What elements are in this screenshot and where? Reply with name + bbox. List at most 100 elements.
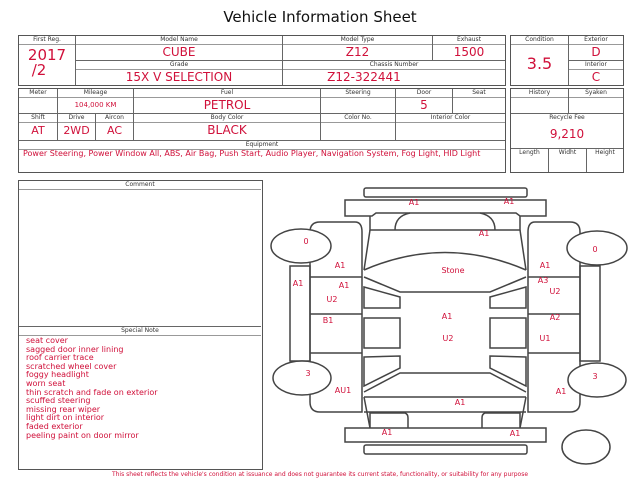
equipment-value: Power Steering, Power Window All, ABS, A… bbox=[23, 149, 481, 158]
damage-mark: A1 bbox=[335, 261, 346, 270]
chassis-label: Chassis Number bbox=[283, 61, 505, 70]
damage-mark: A1 bbox=[382, 428, 393, 437]
door-label: Door bbox=[396, 89, 452, 98]
special-note-item: seat cover bbox=[26, 336, 68, 345]
hood-front bbox=[369, 216, 521, 231]
seat-label: Seat bbox=[453, 89, 505, 98]
front-right-wheel bbox=[566, 230, 628, 266]
special-note-label: Special Note bbox=[19, 326, 261, 336]
exhaust-cell: Exhaust 1500 bbox=[433, 36, 505, 61]
seat-cell: Seat bbox=[453, 89, 505, 114]
height-cell: Height bbox=[587, 149, 623, 172]
damage-mark: A2 bbox=[550, 313, 561, 322]
chassis-value: Z12-322441 bbox=[327, 70, 401, 84]
height-label: Height bbox=[595, 149, 615, 156]
right-sill bbox=[579, 265, 601, 362]
model-type-cell: Model Type Z12 bbox=[283, 36, 433, 61]
tailgate bbox=[363, 396, 527, 429]
meter-cell: Meter bbox=[19, 89, 58, 114]
damage-mark: U2 bbox=[327, 295, 338, 304]
rear-windows bbox=[363, 317, 527, 349]
damage-mark: AU1 bbox=[335, 386, 351, 395]
first-reg-month: /2 bbox=[31, 61, 47, 79]
damage-mark: B1 bbox=[323, 316, 334, 325]
damage-mark: A1 bbox=[510, 429, 521, 438]
shift-label: Shift bbox=[19, 114, 57, 123]
front-bumper bbox=[344, 199, 547, 217]
front-left-wheel bbox=[270, 228, 332, 264]
windshield-top bbox=[363, 251, 527, 271]
mileage-value: 104,000 KM bbox=[74, 101, 117, 109]
damage-mark: A1 bbox=[556, 387, 567, 396]
exterior-label: Exterior bbox=[569, 36, 623, 45]
door-value: 5 bbox=[420, 98, 428, 112]
quarter-windows bbox=[363, 355, 527, 388]
door-lines bbox=[310, 276, 580, 354]
steering-cell: Steering bbox=[321, 89, 396, 114]
special-note-item: roof carrier trace bbox=[26, 353, 94, 363]
interior-color-label: Interior Color bbox=[396, 114, 505, 123]
width-label: Widht bbox=[558, 149, 577, 156]
drive-value: 2WD bbox=[63, 124, 90, 137]
page-title: Vehicle Information Sheet bbox=[223, 8, 417, 26]
shift-value: AT bbox=[31, 124, 45, 137]
recycle-fee-label: Recycle Fee bbox=[549, 114, 585, 121]
damage-mark: U2 bbox=[550, 287, 561, 296]
syaken-label: Syaken bbox=[569, 89, 623, 98]
damage-mark: A1 bbox=[504, 197, 515, 206]
syaken-cell: Syaken bbox=[569, 89, 623, 114]
special-note-item: scratched wheel cover bbox=[26, 361, 117, 371]
first-reg-label: First Reg. bbox=[19, 36, 75, 45]
damage-mark: A1 bbox=[455, 398, 466, 407]
damage-mark: 3 bbox=[305, 369, 310, 378]
special-note-item: thin scratch and fade on exterior bbox=[26, 387, 158, 397]
meter-label: Meter bbox=[19, 89, 57, 98]
color-no-label: Color No. bbox=[321, 114, 395, 123]
rear-left-wheel bbox=[272, 360, 332, 396]
special-note-item: missing rear wiper bbox=[26, 404, 101, 414]
damage-mark: U2 bbox=[443, 334, 454, 343]
special-note-item: foggy headlight bbox=[26, 370, 89, 380]
first-reg-cell: First Reg. 2017 /2 bbox=[19, 36, 76, 85]
front-windows bbox=[363, 286, 527, 309]
exterior-value: D bbox=[591, 45, 601, 59]
special-note-item: worn seat bbox=[26, 378, 66, 388]
rear-right-wheel bbox=[567, 362, 627, 398]
exhaust-label: Exhaust bbox=[433, 36, 505, 45]
grade-label: Grade bbox=[76, 61, 282, 70]
comment-label: Comment bbox=[19, 181, 261, 190]
grade-cell: Grade 15X V SELECTION bbox=[76, 61, 283, 85]
steering-label: Steering bbox=[321, 89, 395, 98]
damage-mark: U1 bbox=[540, 334, 551, 343]
a-pillars bbox=[363, 229, 527, 271]
damage-mark: A3 bbox=[538, 276, 549, 285]
damage-mark: Stone bbox=[441, 266, 464, 275]
special-note-item: light dirt on interior bbox=[26, 413, 105, 423]
color-no-cell: Color No. bbox=[321, 114, 396, 141]
right-side-body bbox=[527, 221, 581, 413]
fuel-value: PETROL bbox=[203, 98, 251, 112]
fuel-label: Fuel bbox=[134, 89, 320, 98]
headlights bbox=[394, 212, 496, 231]
drive-label: Drive bbox=[58, 114, 95, 123]
vehicle-basic-box: First Reg. 2017 /2 Model Name CUBE Model… bbox=[18, 35, 506, 86]
special-note-item: faded exterior bbox=[26, 421, 83, 431]
damage-mark: A1 bbox=[540, 261, 551, 270]
disclaimer-footer: This sheet reflects the vehicle's condit… bbox=[111, 471, 529, 478]
rear-bumper bbox=[344, 427, 547, 443]
left-side-body bbox=[309, 221, 363, 413]
interior-cell: Interior C bbox=[569, 61, 623, 85]
front-bumper-top bbox=[363, 187, 528, 198]
chassis-cell: Chassis Number Z12-322441 bbox=[283, 61, 505, 85]
special-note-item: peeling paint on door mirror bbox=[26, 430, 139, 440]
